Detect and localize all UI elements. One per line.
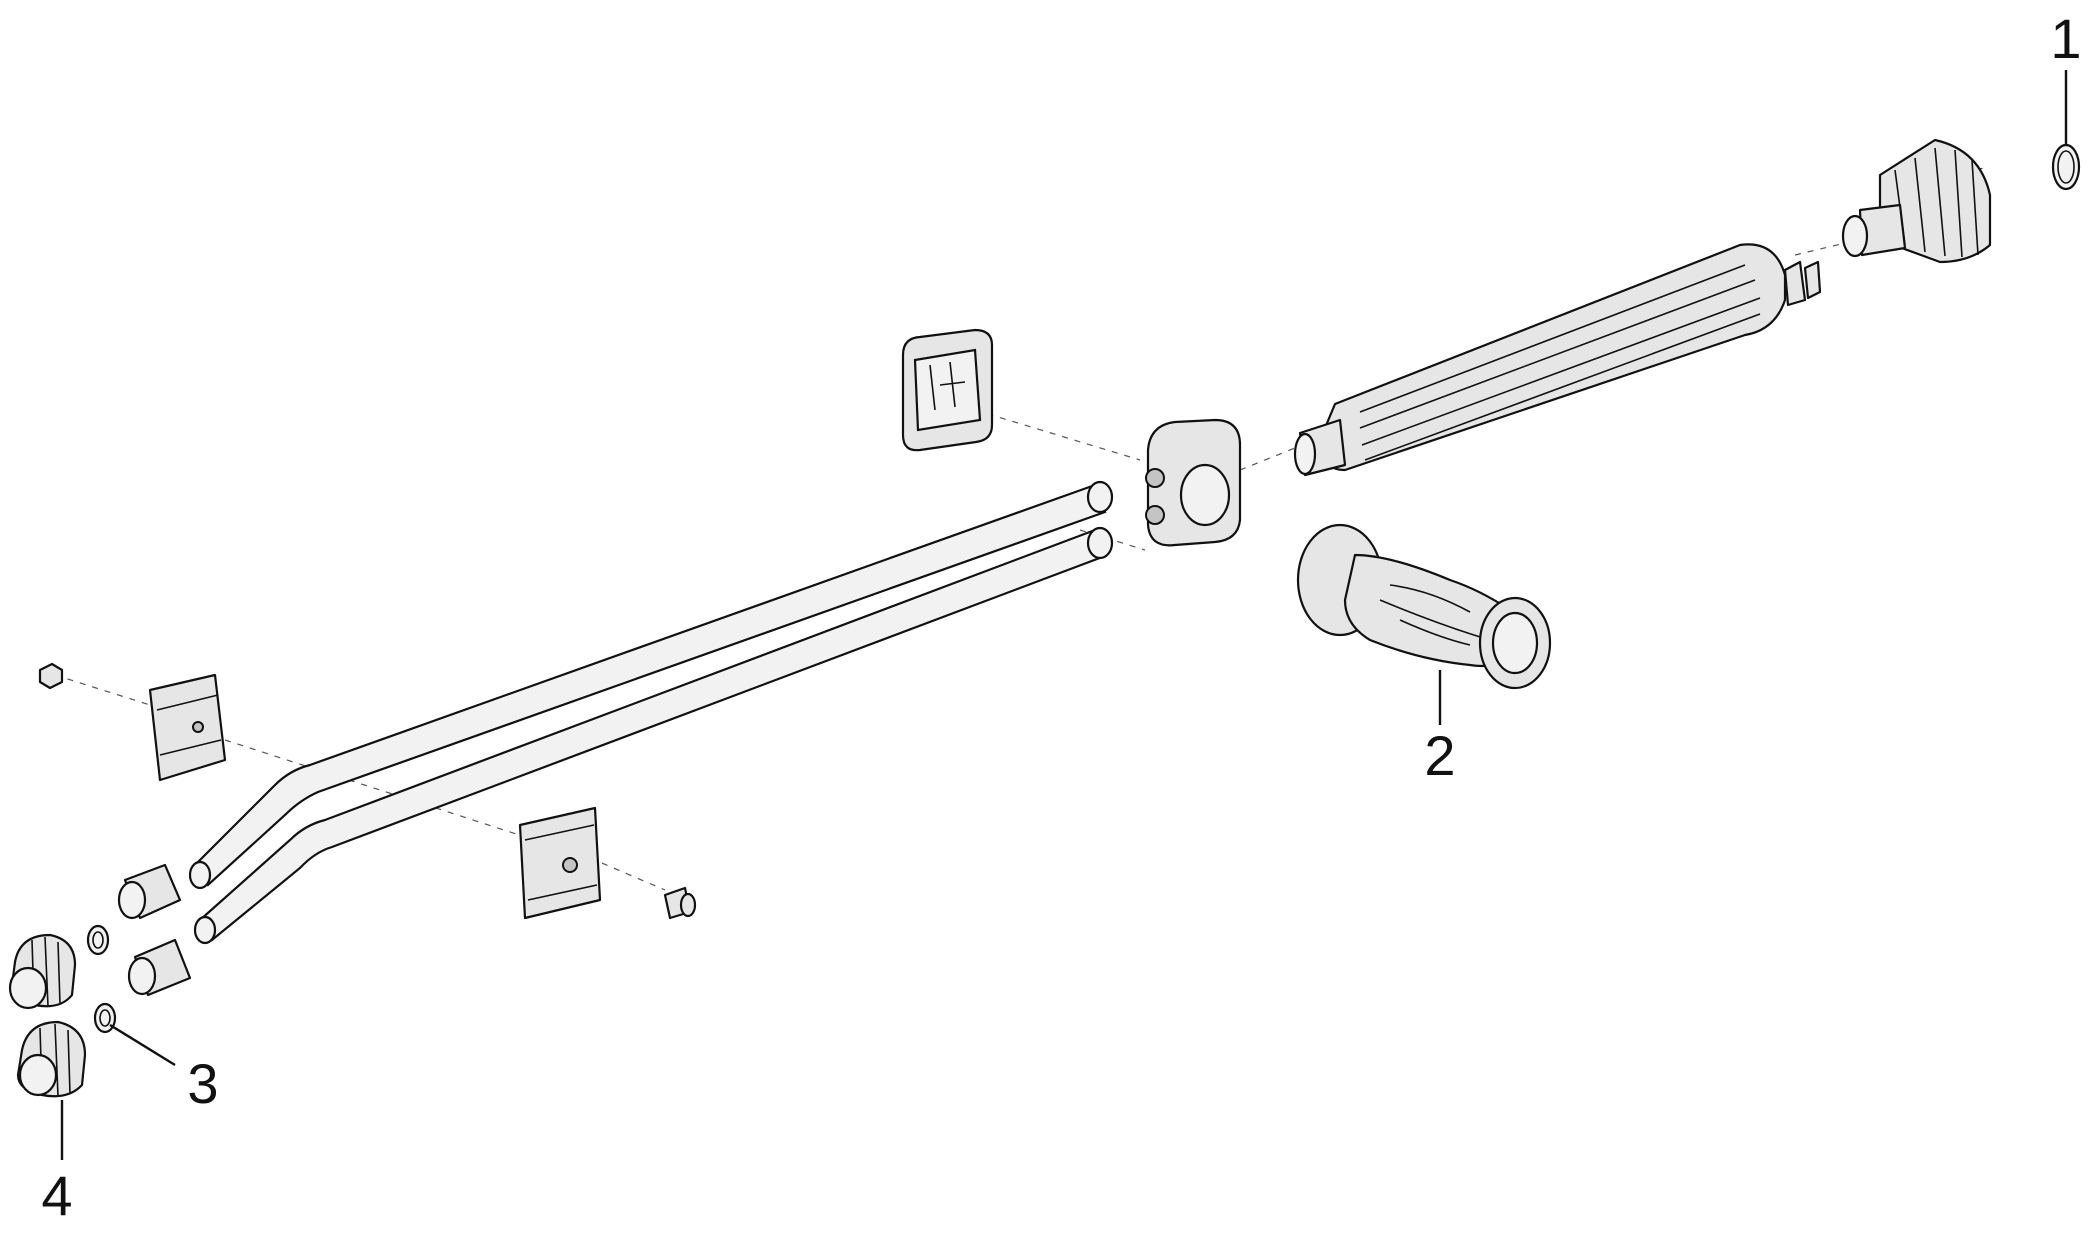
leader-line-3: [109, 1023, 176, 1067]
cover-plate-part: [901, 328, 994, 452]
screw-part: [663, 886, 697, 920]
hex-fitting-lower: [127, 938, 192, 997]
callout-3: 3: [187, 1052, 218, 1115]
knurled-nut-upper: [8, 933, 77, 1010]
lance-pipe-lower: [193, 526, 1114, 945]
ring-seal-part: [2051, 143, 2081, 191]
coupling-nut-part: [1841, 138, 1992, 264]
fluted-handle-part: [1293, 243, 1822, 477]
callout-4: 4: [41, 1164, 72, 1227]
callout-2: 2: [1424, 724, 1455, 787]
connection-block-part: [1145, 418, 1242, 547]
leader-lines: [60, 70, 2068, 1160]
clamp-plate-lower: [518, 806, 602, 920]
o-ring-upper: [86, 924, 110, 956]
lance-pipe-upper: [188, 480, 1114, 890]
side-grip-part: [1296, 523, 1552, 690]
callout-1: 1: [2050, 7, 2081, 70]
clamp-plate-upper: [148, 673, 227, 782]
hex-fitting-upper: [117, 863, 182, 920]
o-ring-lower: [93, 1002, 117, 1034]
callouts: 1 2 3 4: [41, 7, 2081, 1227]
small-nut-part: [38, 662, 64, 690]
knurled-nut-lower: [16, 1020, 87, 1098]
